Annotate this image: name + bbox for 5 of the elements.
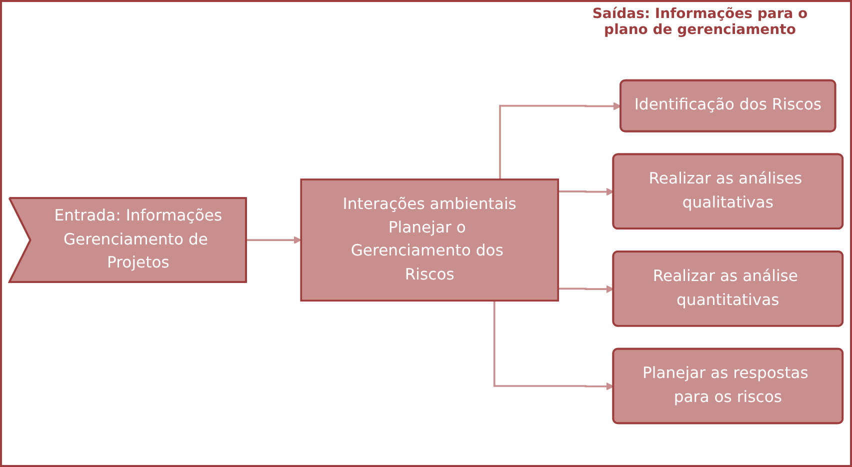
section-heading: Saídas: Informações para o plano de gerenciamento bbox=[591, 6, 809, 38]
node-box: Interações ambientais Planejar o Gerenciamento dos Riscos bbox=[300, 178, 560, 302]
arrow bbox=[493, 300, 614, 390]
arrow bbox=[499, 102, 622, 180]
arrow bbox=[246, 236, 302, 244]
